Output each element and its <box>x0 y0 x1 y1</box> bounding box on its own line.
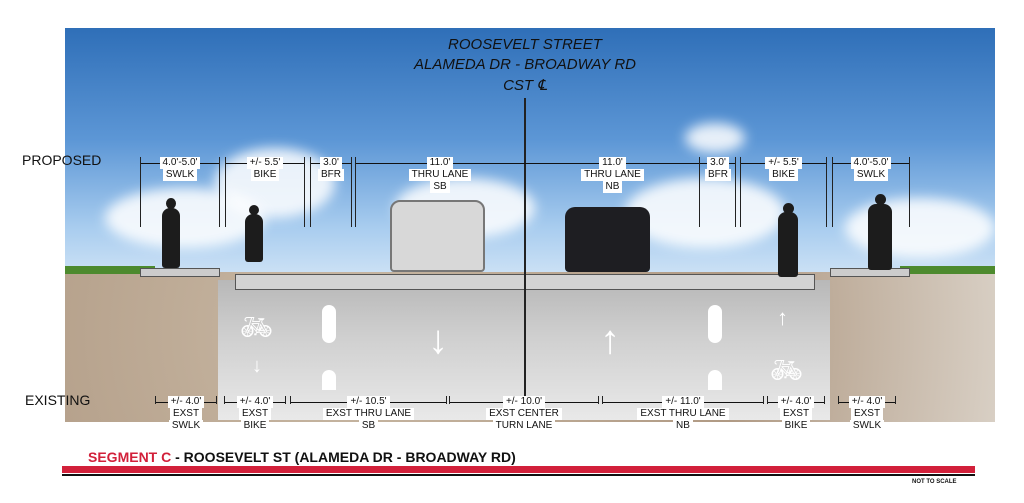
arrow-up-icon: ↑ <box>600 318 620 362</box>
sidewalk-left <box>140 268 220 277</box>
pedestrian-icon <box>875 194 886 205</box>
proposed-dim-bfr-left: 3.0'BFR <box>310 157 352 227</box>
segment-title: SEGMENT C - ROOSEVELT ST (ALAMEDA DR - B… <box>88 449 516 465</box>
cyclist-icon <box>249 205 259 215</box>
cyclist-icon <box>778 212 798 277</box>
proposed-dim-bike-left: +/- 5.5'BIKE <box>225 157 305 227</box>
rule-line <box>62 474 975 476</box>
segment-description: - ROOSEVELT ST (ALAMEDA DR - BROADWAY RD… <box>171 449 516 465</box>
segment-id: SEGMENT C <box>88 449 172 465</box>
pedestrian-icon <box>162 208 180 268</box>
accent-bar <box>62 466 975 473</box>
proposed-label: PROPOSED <box>22 152 102 168</box>
proposed-dim-swlk-left: 4.0'-5.0'SWLK <box>140 157 220 227</box>
bike-symbol-icon: 🚲︎ <box>240 312 274 342</box>
bike-symbol-icon: 🚲︎ <box>770 355 804 385</box>
existing-label: EXISTING <box>25 392 91 408</box>
centerline <box>524 98 526 423</box>
suv-icon <box>390 200 485 272</box>
buffer-marking <box>708 305 722 343</box>
grass-left <box>65 266 155 274</box>
sky-background <box>65 28 995 278</box>
grass-right <box>900 266 995 274</box>
arrow-down-icon: ↓ <box>252 355 262 377</box>
centerline-label: CST ℄ <box>503 77 547 94</box>
scale-note: NOT TO SCALE <box>912 479 957 485</box>
arrow-up-icon: ↑ <box>777 305 788 330</box>
buffer-marking <box>708 370 722 390</box>
street-limits: ALAMEDA DR - BROADWAY RD <box>414 56 636 73</box>
proposed-dim-swlk-right: 4.0'-5.0'SWLK <box>832 157 910 227</box>
sedan-icon <box>565 207 650 272</box>
pedestrian-icon <box>868 204 892 270</box>
buffer-marking <box>322 305 336 343</box>
cyclist-icon <box>245 214 263 262</box>
proposed-dim-bike-right: +/- 5.5'BIKE <box>740 157 827 227</box>
pedestrian-icon <box>166 198 176 209</box>
street-name: ROOSEVELT STREET <box>448 36 602 53</box>
cyclist-icon <box>783 203 794 214</box>
arrow-down-icon: ↓ <box>428 318 448 362</box>
proposed-dim-bfr-right: 3.0'BFR <box>700 157 736 227</box>
buffer-marking <box>322 370 336 390</box>
